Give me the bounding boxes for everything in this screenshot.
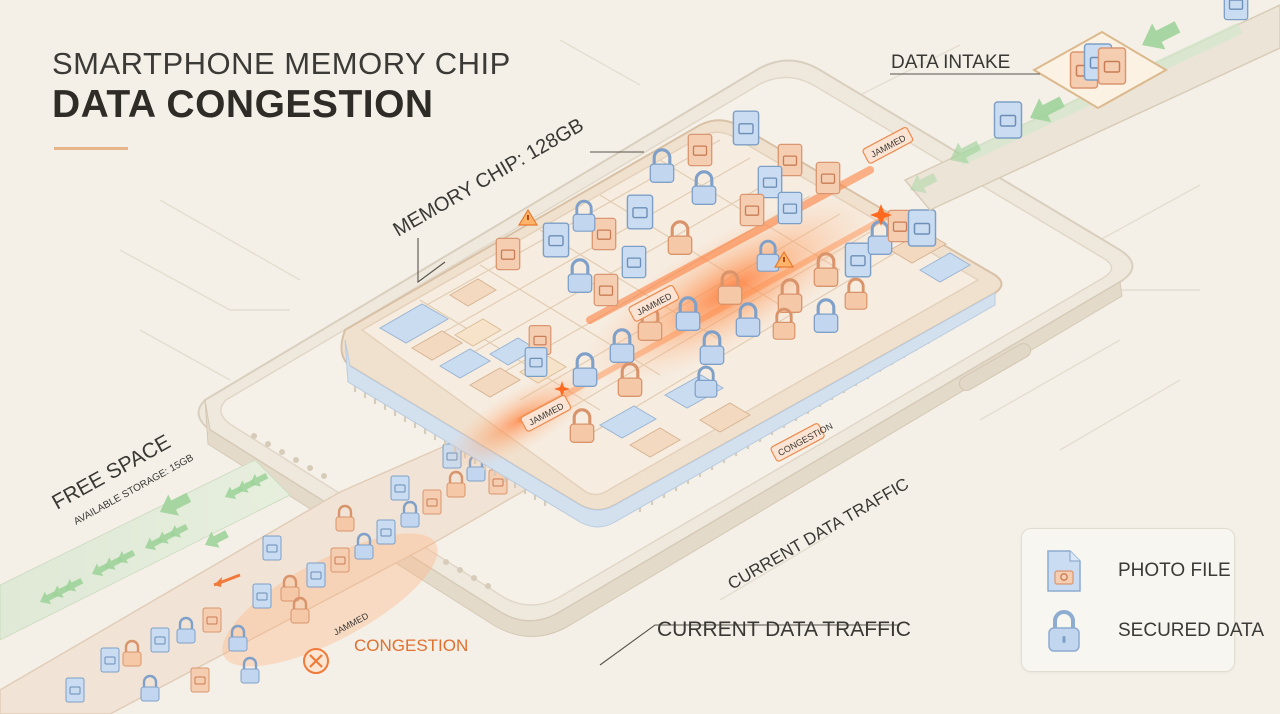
- congested-channel: [0, 434, 562, 714]
- legend: PHOTO FILE SECURED DATA: [1021, 528, 1264, 672]
- legend-item-photo: PHOTO FILE: [1044, 549, 1231, 593]
- leader-lines: [417, 73, 1040, 666]
- memory-chip: [340, 110, 1003, 528]
- data-intake-label: DATA INTAKE: [891, 52, 1010, 73]
- spark-icon: [554, 204, 892, 397]
- legend-secured-label: SECURED DATA: [1118, 620, 1265, 641]
- title-top: SMARTPHONE MEMORY CHIP: [52, 46, 511, 81]
- legend-photo-label: PHOTO FILE: [1118, 560, 1231, 581]
- intake-box: [1031, 30, 1169, 110]
- title-underline: [54, 147, 128, 150]
- phone-speaker-dots: [251, 433, 491, 589]
- congestion-callout: CONGESTION: [303, 636, 468, 674]
- data-intake-lane: [903, 0, 1280, 211]
- free-cells: [378, 230, 971, 458]
- current-traffic-label: CURRENT DATA TRAFFIC: [657, 618, 911, 641]
- photo-file-icon: [1047, 550, 1081, 592]
- lock-icon: [1048, 610, 1080, 652]
- warning-icon: [517, 208, 795, 268]
- page-title: DATA CONGESTION: [52, 83, 434, 126]
- congestion-label: CONGESTION: [354, 636, 468, 655]
- legend-item-secured: SECURED DATA: [1044, 609, 1264, 653]
- jammed-tag-1: JAMMED: [862, 126, 914, 164]
- free-space-lane: [0, 459, 291, 641]
